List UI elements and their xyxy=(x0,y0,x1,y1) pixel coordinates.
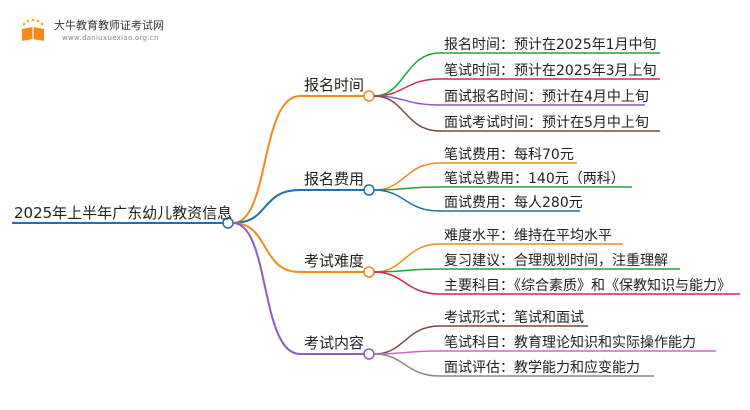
leaf-written-total-fee: 笔试总费用：140元（两科） xyxy=(444,171,625,187)
branch-exam-content: 考试内容 xyxy=(304,334,365,352)
leaf-interview-exam-date: 面试考试时间：预计在5月中上旬 xyxy=(444,115,649,131)
node-registration-time xyxy=(363,90,375,102)
site-url: www.daniuxuexiao.org.cn xyxy=(62,34,159,42)
connector-registration-time-leaf-2 xyxy=(373,78,441,97)
leaf-written-fee: 笔试费用：每科70元 xyxy=(444,147,574,163)
leaf-interview-fee: 面试费用：每人280元 xyxy=(444,195,583,211)
connector-registration-fee-leaf-1 xyxy=(373,162,441,191)
leaf-registration-date: 报名时间：预计在2025年1月中旬 xyxy=(444,37,657,53)
branch-registration-time: 报名时间 xyxy=(304,76,365,94)
connector-registration-time-leaf-1 xyxy=(373,52,441,97)
connector-root-to-registration-time xyxy=(232,95,301,224)
site-name: 大牛教育教师证考试网 xyxy=(54,19,164,32)
connector-root-to-registration-fee xyxy=(232,189,301,224)
book-logo-icon xyxy=(18,18,48,44)
connector-root-to-exam-difficulty xyxy=(232,222,301,273)
connector-registration-fee-leaf-3 xyxy=(373,189,441,212)
branch-exam-difficulty: 考试难度 xyxy=(304,252,365,270)
connector-registration-time-leaf-4 xyxy=(373,95,441,132)
node-exam-content xyxy=(363,348,375,360)
connector-root-to-exam-content xyxy=(232,222,301,355)
root-topic: 2025年上半年广东幼儿教资信息 xyxy=(14,204,233,222)
node-exam-difficulty xyxy=(363,266,375,278)
leaf-written-subjects: 笔试科目：教育理论知识和实际操作能力 xyxy=(444,335,696,351)
leaf-study-advice: 复习建议：合理规划时间，注重理解 xyxy=(444,253,668,269)
leaf-difficulty-level: 难度水平：维持在平均水平 xyxy=(444,228,612,244)
connector-exam-difficulty-leaf-1 xyxy=(373,243,441,273)
branch-registration-fee: 报名费用 xyxy=(304,170,365,188)
leaf-interview-registration-date: 面试报名时间：预计在4月中上旬 xyxy=(444,89,649,105)
leaf-interview-assessment: 面试评估：教学能力和应变能力 xyxy=(444,360,640,376)
leaf-written-exam-date: 笔试时间：预计在2025年3月上旬 xyxy=(444,63,657,79)
leaf-main-subjects: 主要科目：《综合素质》和《保教知识与能力》 xyxy=(444,278,731,294)
leaf-exam-format: 考试形式：笔试和面试 xyxy=(444,310,584,326)
node-registration-fee xyxy=(363,184,375,196)
connector-exam-difficulty-leaf-3 xyxy=(373,271,441,295)
connector-exam-content-leaf-3 xyxy=(373,353,441,377)
connector-exam-content-leaf-1 xyxy=(373,325,441,355)
